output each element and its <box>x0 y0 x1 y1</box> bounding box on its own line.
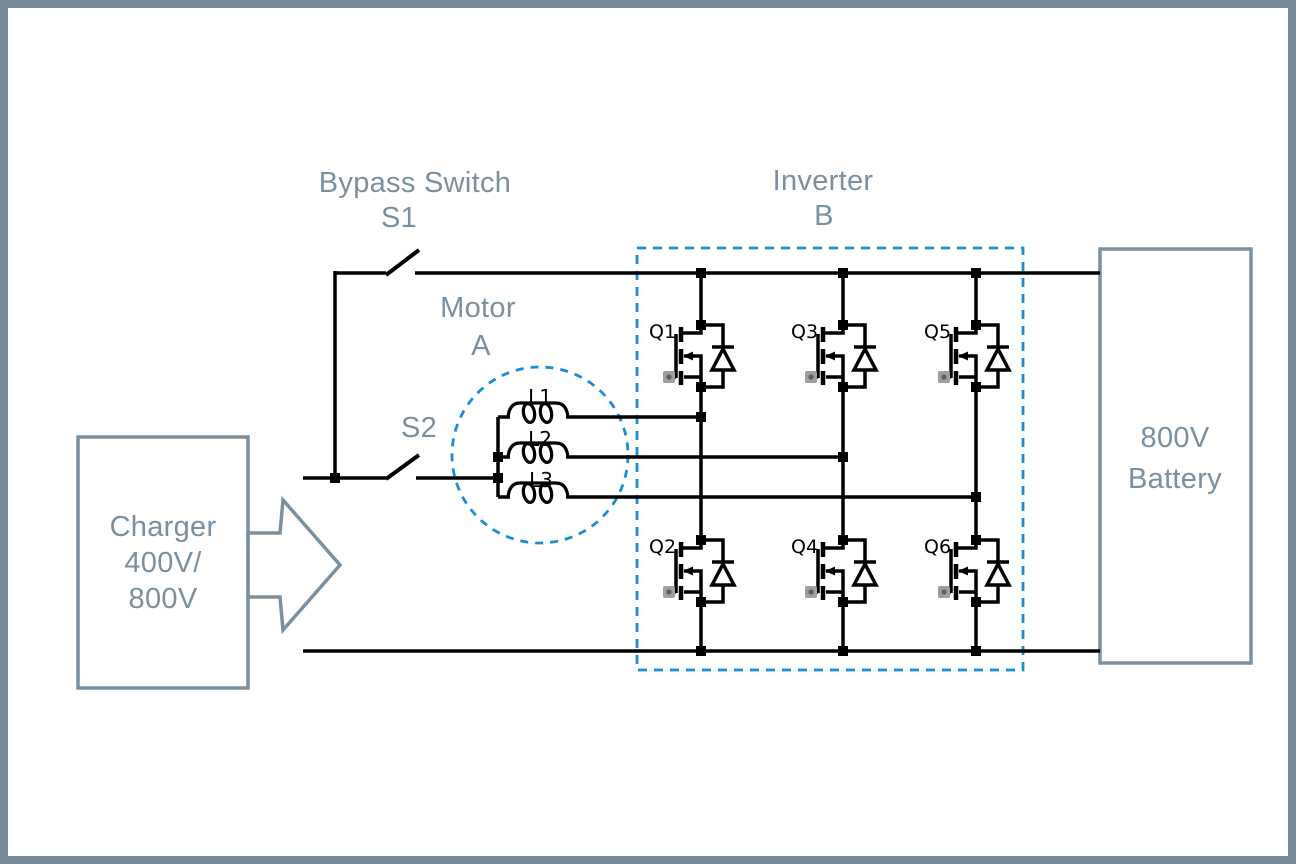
junction-node <box>838 452 848 462</box>
phase-legs <box>699 387 978 540</box>
junction-node <box>493 473 503 483</box>
q1-label: Q1 <box>649 321 676 343</box>
charger-output-arrow-icon <box>246 495 343 635</box>
s1-switch-blade <box>384 248 421 277</box>
junction-node <box>971 492 981 502</box>
q5-label: Q5 <box>924 321 951 343</box>
inductor-labels: L1 L2 L3 <box>528 385 553 492</box>
junction-node <box>838 646 848 656</box>
motor-dashed-circle <box>450 365 630 545</box>
junction-node <box>971 268 981 278</box>
component-boxes <box>76 247 1253 690</box>
q6-label: Q6 <box>924 536 951 558</box>
q4-label: Q4 <box>791 536 818 558</box>
q3-label: Q3 <box>791 321 818 343</box>
transistor-labels: Q1 Q2 Q3 Q4 Q5 Q6 <box>649 321 951 558</box>
battery-label-line2: Battery <box>1128 463 1222 495</box>
inverter-dashed-box <box>635 246 1025 672</box>
inverter-label: Inverter <box>773 165 874 197</box>
battery-label-line1: 800V <box>1141 422 1210 454</box>
junction-node <box>696 646 706 656</box>
battery-box <box>1098 247 1253 665</box>
junction-node <box>696 268 706 278</box>
s2-switch-blade <box>384 453 421 481</box>
l1-label: L1 <box>528 385 552 409</box>
annotation-labels: Bypass Switch S1 Motor A S2 Inverter B C… <box>110 165 1222 615</box>
lower-legs <box>699 602 978 651</box>
charger-label-line2: 400V/ <box>124 547 202 579</box>
l3-label: L3 <box>529 468 553 492</box>
dashed-outlines <box>450 246 1025 672</box>
charger-box <box>76 435 250 690</box>
junction-node <box>696 412 706 422</box>
charger-label-line1: Charger <box>110 511 217 543</box>
junction-nodes <box>330 268 981 656</box>
l2-label: L2 <box>528 427 552 451</box>
junction-node <box>971 646 981 656</box>
s1-label: S1 <box>381 202 417 234</box>
junction-node <box>330 473 340 483</box>
motor-a-label: A <box>471 330 491 362</box>
charger-label-line3: 800V <box>129 583 198 615</box>
s2-label: S2 <box>401 412 437 444</box>
upper-legs <box>699 273 978 325</box>
inverter-b-label: B <box>814 200 834 232</box>
q2-label: Q2 <box>649 536 676 558</box>
motor-label: Motor <box>440 292 516 324</box>
junction-node <box>838 268 848 278</box>
bypass-switch-label: Bypass Switch <box>319 167 511 199</box>
junction-node <box>493 452 503 462</box>
